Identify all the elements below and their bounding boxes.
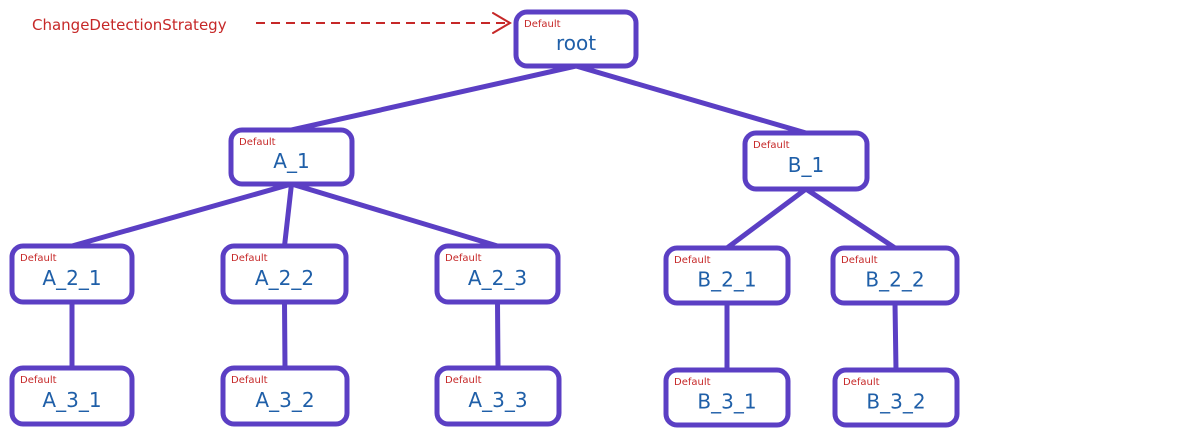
node-box: [830, 245, 960, 306]
node-strategy-label: Default: [231, 375, 268, 386]
nodes-layer: DefaultrootDefaultA_1DefaultB_1DefaultA_…: [9, 9, 960, 428]
annotation-arrowhead: [492, 12, 512, 34]
node-box: [434, 243, 561, 305]
node-strategy-label: Default: [524, 19, 561, 30]
node-name: A_2_2: [255, 266, 314, 290]
node-box: [220, 243, 349, 305]
node-box: [513, 9, 639, 69]
node-name: A_1: [273, 149, 309, 173]
node-name: B_3_2: [866, 390, 925, 414]
node-strategy-label: Default: [674, 255, 711, 266]
edge-B_1-to-B_2_2: [803, 186, 898, 251]
edge-A_2_3-to-A_3_3: [495, 299, 501, 371]
edge-B_2_2-to-B_3_2: [892, 300, 899, 373]
node-strategy-label: Default: [231, 253, 268, 264]
node-name: A_2_1: [42, 266, 101, 290]
node-box: [434, 365, 562, 427]
node-box: [220, 365, 350, 427]
node-name: B_2_2: [865, 268, 924, 292]
node-box: [9, 243, 135, 305]
node-box: [742, 130, 870, 192]
node-strategy-label: Default: [753, 140, 790, 151]
edge-A_1-to-A_2_1: [69, 181, 294, 249]
node-name: A_3_2: [255, 388, 314, 412]
node-strategy-label: Default: [20, 253, 57, 264]
node-name: B_1: [788, 153, 824, 177]
node-strategy-label: Default: [445, 253, 482, 264]
edge-A_1-to-A_2_2: [282, 181, 294, 249]
edge-root-to-A_1: [289, 63, 579, 133]
edge-A_2_2-to-A_3_2: [282, 299, 288, 371]
node-name: A_3_1: [42, 388, 101, 412]
node-strategy-label: Default: [239, 137, 276, 148]
node-name: root: [556, 31, 596, 55]
node-box: [663, 245, 791, 306]
edge-B_1-to-B_2_1: [724, 186, 809, 251]
node-strategy-label: Default: [841, 255, 878, 266]
node-strategy-label: Default: [843, 377, 880, 388]
node-strategy-label: Default: [445, 375, 482, 386]
edges-layer: [69, 63, 899, 373]
node-box: [9, 365, 135, 427]
node-strategy-label: Default: [20, 375, 57, 386]
edge-A_1-to-A_2_3: [289, 181, 500, 249]
node-name: A_3_3: [468, 388, 527, 412]
node-name: B_2_1: [697, 268, 756, 292]
node-strategy-label: Default: [674, 377, 711, 388]
edge-root-to-B_1: [573, 63, 809, 136]
node-box: [228, 127, 355, 187]
node-name: A_2_3: [468, 266, 527, 290]
node-name: B_3_1: [697, 390, 756, 414]
node-box: [832, 367, 960, 428]
annotation-label: ChangeDetectionStrategy: [32, 16, 227, 34]
annotation: ChangeDetectionStrategy: [32, 12, 512, 34]
node-box: [663, 367, 791, 428]
